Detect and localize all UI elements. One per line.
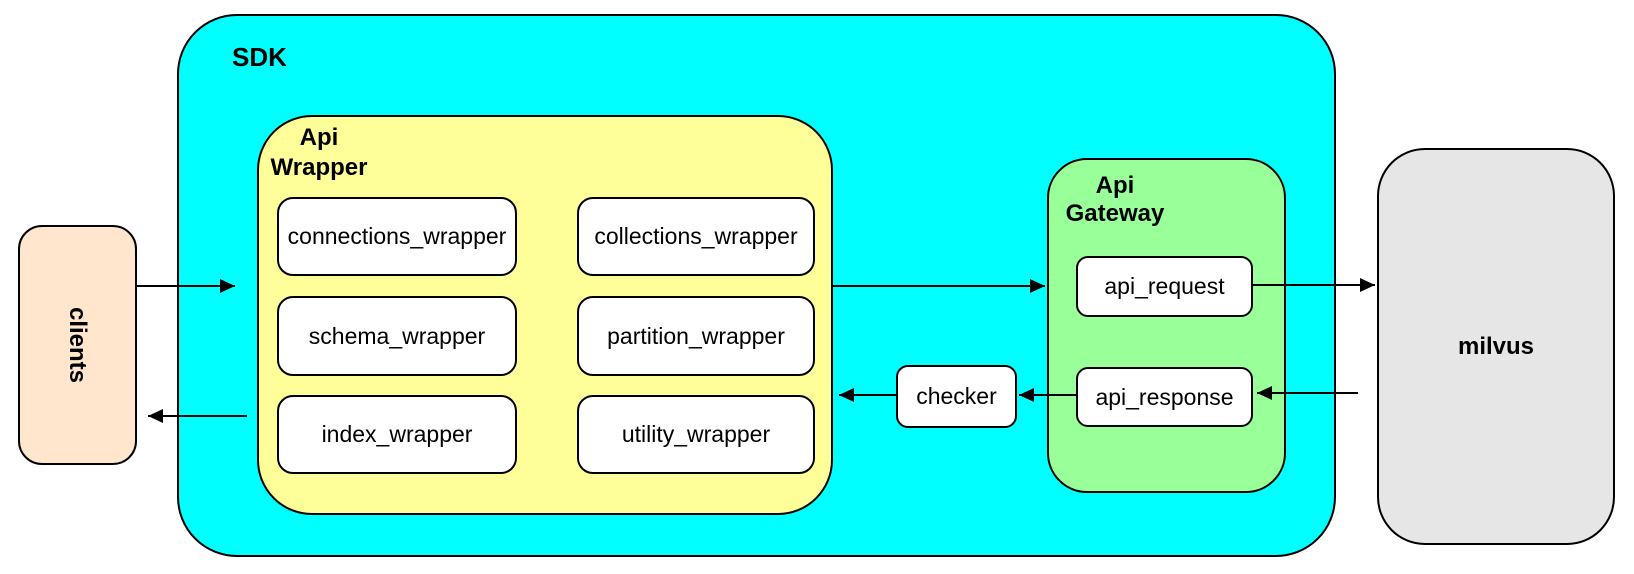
module-partition-wrapper: partition_wrapper [577, 296, 815, 376]
api-request-node: api_request [1076, 256, 1253, 317]
module-index-wrapper: index_wrapper [277, 395, 517, 474]
module-utility-wrapper: utility_wrapper [577, 395, 815, 474]
arrow-checker-to-apiwrapper [839, 388, 896, 402]
api-gateway-label-line2: Gateway [1065, 200, 1165, 227]
checker-node: checker [896, 365, 1017, 428]
milvus-node: milvus [1377, 148, 1615, 545]
api-wrapper-container: Api Wrapper connections_wrapper collecti… [257, 115, 833, 515]
api-gateway-label-line1: Api [1095, 172, 1135, 199]
arrow-apirequest-to-milvus [1253, 278, 1375, 292]
api-gateway-container: Api Gateway api_request api_response [1047, 158, 1286, 493]
clients-label: clients [64, 306, 92, 384]
api-wrapper-label: Api Wrapper [261, 123, 377, 183]
sdk-label: SDK [232, 42, 287, 72]
sdk-container: SDK Api Wrapper connections_wrapper coll… [177, 14, 1336, 557]
api-wrapper-label-line2: Wrapper [270, 154, 368, 181]
module-connections-wrapper: connections_wrapper [277, 197, 517, 276]
arrow-milvus-to-apiresponse [1257, 386, 1358, 400]
arrow-apiwrapper-to-gateway [833, 279, 1045, 293]
module-schema-wrapper: schema_wrapper [277, 296, 517, 376]
api-gateway-label: Api Gateway [1063, 172, 1167, 228]
arrow-sdk-to-clients [148, 409, 247, 423]
arrow-apiresponse-to-checker [1019, 388, 1076, 402]
api-wrapper-label-line1: Api [299, 124, 339, 151]
module-collections-wrapper: collections_wrapper [577, 197, 815, 276]
arrow-clients-to-sdk [135, 279, 235, 293]
api-response-node: api_response [1076, 367, 1253, 427]
clients-node: clients [18, 225, 137, 465]
